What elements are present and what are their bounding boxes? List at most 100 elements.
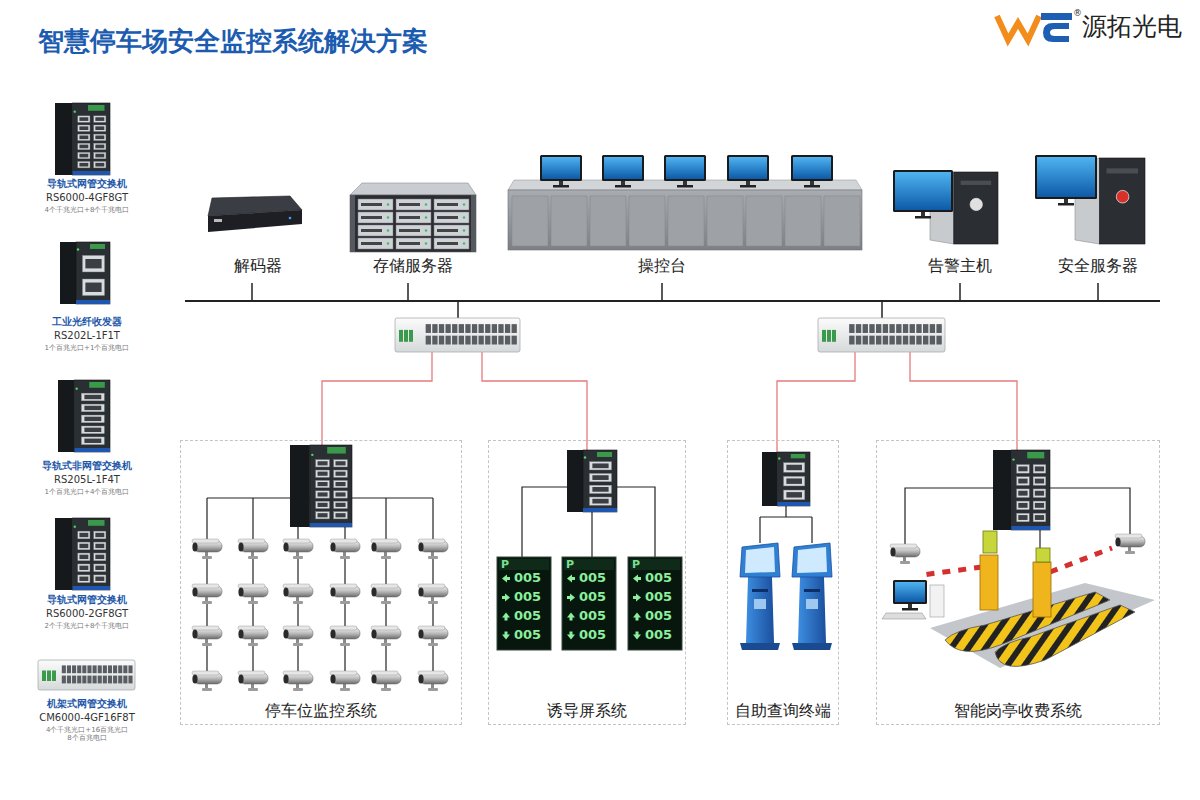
rack-port [883, 336, 888, 345]
drive-bay [358, 225, 393, 236]
camera-mount [248, 556, 258, 559]
camera-shield [283, 626, 310, 630]
monitor-screen [729, 157, 767, 179]
device-name: 告警主机 [928, 257, 992, 275]
monitor-screen [895, 172, 951, 210]
camera-shield [418, 539, 445, 543]
camera-mount [248, 643, 258, 646]
monitor [791, 155, 833, 188]
camera-shield [238, 584, 265, 588]
drive-bay [358, 238, 393, 249]
port-socket [335, 461, 345, 465]
label-anchor: ® [1073, 8, 1082, 18]
product-model: RS6000-2GF8GT [46, 608, 128, 620]
network-port [78, 134, 90, 140]
bullet-camera [238, 584, 268, 604]
rack-port [82, 665, 86, 673]
product-ports: 4个千兆光口+16百兆光口 8个百兆电口 [45, 726, 130, 742]
direction-arrow [567, 613, 575, 621]
network-port [94, 542, 106, 550]
network-port [1017, 513, 1030, 522]
switch-base [73, 171, 110, 175]
rack-port [93, 676, 97, 684]
logo-w [997, 16, 1039, 40]
network-port [316, 480, 330, 487]
switch-front [73, 518, 110, 590]
monitor-base [615, 185, 631, 188]
network-port [94, 531, 106, 539]
drop-line [251, 283, 253, 301]
drive-handle [361, 216, 382, 219]
camera-lens [283, 587, 288, 596]
network-port [1033, 477, 1046, 486]
port-socket [1018, 503, 1027, 508]
drive-led [425, 216, 428, 219]
product-model: CM6000-4GF16F8T [39, 712, 134, 724]
port-socket [85, 283, 101, 292]
network-port [1033, 489, 1046, 498]
network-port [334, 470, 348, 477]
rack-port [426, 336, 431, 345]
camera-mount [381, 556, 391, 559]
port-socket [592, 487, 608, 492]
drive-led [425, 242, 428, 245]
free-space-count: 005 [514, 609, 541, 624]
label-anchor: P [501, 559, 509, 572]
drive-led [425, 229, 428, 232]
switch-side [55, 103, 73, 175]
rack-port [432, 336, 437, 345]
direction-arrow [502, 613, 510, 621]
rack-port [512, 324, 517, 333]
bullet-camera [418, 584, 448, 604]
status-led [584, 456, 586, 458]
label-anchor: 存储服务器 [373, 257, 453, 275]
barrier-arm [1050, 548, 1112, 572]
rack-port [849, 324, 854, 333]
rack-port [876, 324, 881, 333]
gate-post [980, 555, 998, 610]
network-port [78, 564, 90, 572]
camera-lens [418, 587, 423, 596]
label-anchor: CM6000-4GF16F8T [39, 712, 134, 724]
monitor [893, 170, 953, 219]
camera-shield [371, 584, 398, 588]
label-anchor: 操控台 [638, 257, 686, 275]
network-port [1033, 501, 1046, 510]
monitor [540, 155, 582, 188]
rack-port [856, 324, 861, 333]
bullet-camera [283, 671, 313, 691]
rack-port [869, 324, 874, 333]
status-led [74, 110, 76, 112]
rack-port [916, 336, 921, 345]
rack-port [98, 665, 102, 673]
drive-handle [399, 203, 420, 206]
port-socket [1018, 466, 1027, 471]
network-port [334, 480, 348, 487]
switch-front [75, 380, 110, 452]
rack-port [123, 665, 127, 673]
product-ports: 1个百兆光口+1个百兆电口 [45, 344, 130, 352]
port-socket [79, 117, 88, 121]
rack-port [108, 665, 112, 673]
drive-bay [1107, 168, 1139, 173]
label-anchor: 005 [514, 628, 541, 643]
rack-terminal [52, 671, 56, 682]
monitor [602, 155, 644, 188]
camera-mount [202, 688, 212, 691]
bullet-camera [283, 626, 313, 646]
network-port [334, 460, 348, 467]
rack-port [452, 324, 457, 333]
rack-port [118, 665, 122, 673]
port-socket [85, 259, 101, 268]
status-led [77, 248, 79, 250]
camera-shield [418, 671, 445, 675]
switch-side [55, 518, 73, 590]
camera-lens [371, 542, 376, 551]
switch-front [583, 450, 617, 512]
product-name: 机架式网管交换机 [47, 698, 127, 710]
rack-port [479, 336, 484, 345]
switch-side [290, 445, 310, 527]
camera-shield [330, 539, 357, 543]
camera-mount [428, 556, 438, 559]
rack-port [498, 324, 503, 333]
